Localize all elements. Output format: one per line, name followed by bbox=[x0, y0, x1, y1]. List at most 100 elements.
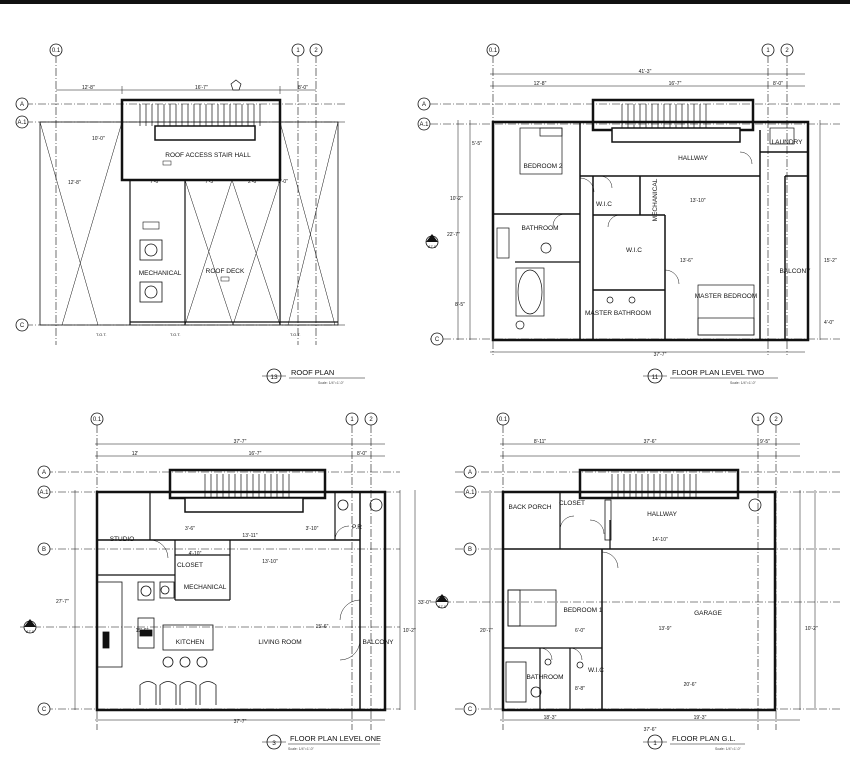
l2-dimensions bbox=[457, 73, 821, 353]
room-label-mechanical: MECHANICAL bbox=[139, 270, 182, 277]
dim: 5'-5" bbox=[472, 141, 482, 147]
dim: 16'-7" bbox=[249, 451, 262, 457]
gl-grid-bubbles: 0.1 1 2 A A.1 B C bbox=[463, 412, 783, 716]
l2-door-swings bbox=[552, 151, 753, 285]
dim: 8'-5" bbox=[455, 302, 465, 308]
dim: 3'-6" bbox=[185, 526, 195, 532]
l1-grid-bubbles: 0.1 1 2 A A.1 B C bbox=[37, 412, 378, 716]
svg-text:10'-0": 10'-0" bbox=[92, 136, 105, 142]
svg-text:2: 2 bbox=[774, 417, 778, 423]
svg-text:A: A bbox=[42, 470, 46, 476]
room-label-living-room: LIVING ROOM bbox=[258, 639, 301, 646]
top-border bbox=[0, 0, 850, 4]
dim: 12' bbox=[132, 451, 139, 457]
room-label-bathroom: BATHROOM bbox=[521, 225, 558, 232]
svg-text:A.1: A.1 bbox=[419, 122, 429, 128]
svg-text:ROOF PLAN: ROOF PLAN bbox=[291, 368, 334, 377]
dim: 12'-8" bbox=[534, 81, 547, 87]
room-label-studio: STUDIO bbox=[110, 536, 135, 543]
grid-bubble-c: C bbox=[463, 702, 477, 716]
svg-text:12'-8": 12'-8" bbox=[82, 85, 95, 91]
gl-plan-title: 1 FLOOR PLAN G.L. Scale: 1/4"=1'-0" bbox=[643, 734, 745, 751]
svg-text:8'-0": 8'-0" bbox=[278, 179, 288, 185]
room-label-wic: W.I.C bbox=[588, 667, 604, 674]
svg-text:A: A bbox=[20, 102, 24, 108]
svg-text:C: C bbox=[435, 337, 440, 343]
tot-label: T.O.T. bbox=[170, 332, 180, 337]
svg-text:11: 11 bbox=[652, 374, 659, 381]
svg-text:Scale: 1/4"=1'-0": Scale: 1/4"=1'-0" bbox=[730, 381, 757, 385]
svg-text:A7.0: A7.0 bbox=[26, 629, 35, 634]
svg-text:B: B bbox=[42, 547, 46, 553]
dim: 37'-7" bbox=[234, 719, 247, 725]
grid-bubble-b: B bbox=[37, 542, 51, 556]
grid-bubble-1: 1 bbox=[761, 43, 775, 57]
gl-section-mark: A7.0 bbox=[435, 594, 449, 609]
dim: 37'-7" bbox=[234, 439, 247, 445]
dim: 9'-5" bbox=[760, 439, 770, 445]
dim: 13'-10" bbox=[262, 559, 278, 565]
dim: 33'-0" bbox=[418, 600, 431, 606]
svg-text:0.1: 0.1 bbox=[52, 48, 61, 54]
grid-bubble-a: A bbox=[463, 465, 477, 479]
room-label-closet: CLOSET bbox=[177, 562, 203, 569]
dim: 14'-10" bbox=[652, 537, 668, 543]
dim: 13'-9" bbox=[659, 626, 672, 632]
svg-text:16'-7": 16'-7" bbox=[195, 85, 208, 91]
svg-text:FLOOR PLAN LEVEL ONE: FLOOR PLAN LEVEL ONE bbox=[290, 734, 381, 743]
grid-bubble-a1: A.1 bbox=[15, 115, 29, 129]
grid-bubble-a1: A.1 bbox=[463, 485, 477, 499]
dim: 13'-6" bbox=[680, 258, 693, 264]
dim: 15'-6" bbox=[316, 624, 329, 630]
dim: 8'-0" bbox=[357, 451, 367, 457]
dim: 18'-3" bbox=[544, 715, 557, 721]
svg-text:Scale: 1/4"=1'-0": Scale: 1/4"=1'-0" bbox=[318, 381, 345, 385]
svg-text:8'-0": 8'-0" bbox=[298, 85, 308, 91]
grid-bubble-a1: A.1 bbox=[37, 485, 51, 499]
roof-outline bbox=[39, 121, 339, 326]
svg-text:0.1: 0.1 bbox=[489, 48, 498, 54]
dim: 10'-2" bbox=[450, 196, 463, 202]
room-label-garage: GARAGE bbox=[694, 610, 722, 617]
dim: 41'-3" bbox=[639, 69, 652, 75]
roof-plan-title: 13 ROOF PLAN Scale: 1/4"=1'-0" bbox=[262, 368, 365, 385]
svg-text:1: 1 bbox=[756, 417, 760, 423]
room-label-bathroom: BATHROOM bbox=[526, 674, 563, 681]
l1-plan-title: 3 FLOOR PLAN LEVEL ONE Scale: 1/4"=1'-0" bbox=[262, 734, 381, 751]
grid-bubble-c: C bbox=[37, 702, 51, 716]
room-label-laundry: LAUNDRY bbox=[772, 139, 804, 146]
dim: 8'-0" bbox=[773, 81, 783, 87]
svg-text:B: B bbox=[468, 547, 472, 553]
svg-text:A: A bbox=[422, 102, 426, 108]
svg-text:7'-5": 7'-5" bbox=[205, 179, 215, 185]
svg-text:1: 1 bbox=[653, 740, 657, 747]
grid-bubble-1: 1 bbox=[751, 412, 765, 426]
svg-text:A: A bbox=[468, 470, 472, 476]
l1-section-mark: A7.0 bbox=[23, 619, 37, 634]
svg-text:12'-8": 12'-8" bbox=[68, 180, 81, 186]
dim: 15'-2" bbox=[824, 258, 837, 264]
l2-plan-title: 11 FLOOR PLAN LEVEL TWO Scale: 1/4"=1'-0… bbox=[643, 368, 778, 385]
l1-kitchen-fixtures bbox=[96, 498, 383, 705]
l1-dimensions bbox=[74, 443, 416, 721]
l1-door-swings bbox=[149, 525, 361, 661]
room-label-kitchen: KITCHEN bbox=[176, 639, 205, 646]
grid-bubble-a: A bbox=[417, 97, 431, 111]
grid-bubble-a1: A.1 bbox=[417, 117, 431, 131]
dim: 13'-11" bbox=[242, 533, 257, 539]
l2-stair-landing bbox=[611, 127, 741, 143]
dim: 4'-0" bbox=[824, 320, 834, 326]
room-label-wic: W.I.C bbox=[626, 247, 642, 254]
grid-bubble-1: 1 bbox=[291, 43, 305, 57]
stair-hall-walls bbox=[120, 98, 282, 182]
dim: 10'-2" bbox=[403, 628, 416, 634]
dim: 13'-10" bbox=[690, 198, 706, 204]
svg-text:1: 1 bbox=[350, 417, 354, 423]
dim: 37'-6" bbox=[644, 439, 657, 445]
dim: 37'-6" bbox=[644, 727, 657, 733]
svg-text:2: 2 bbox=[314, 48, 318, 54]
l2-stair-treads bbox=[621, 104, 707, 128]
roof-stair-treads bbox=[139, 104, 261, 126]
grid-bubble-a: A bbox=[37, 465, 51, 479]
